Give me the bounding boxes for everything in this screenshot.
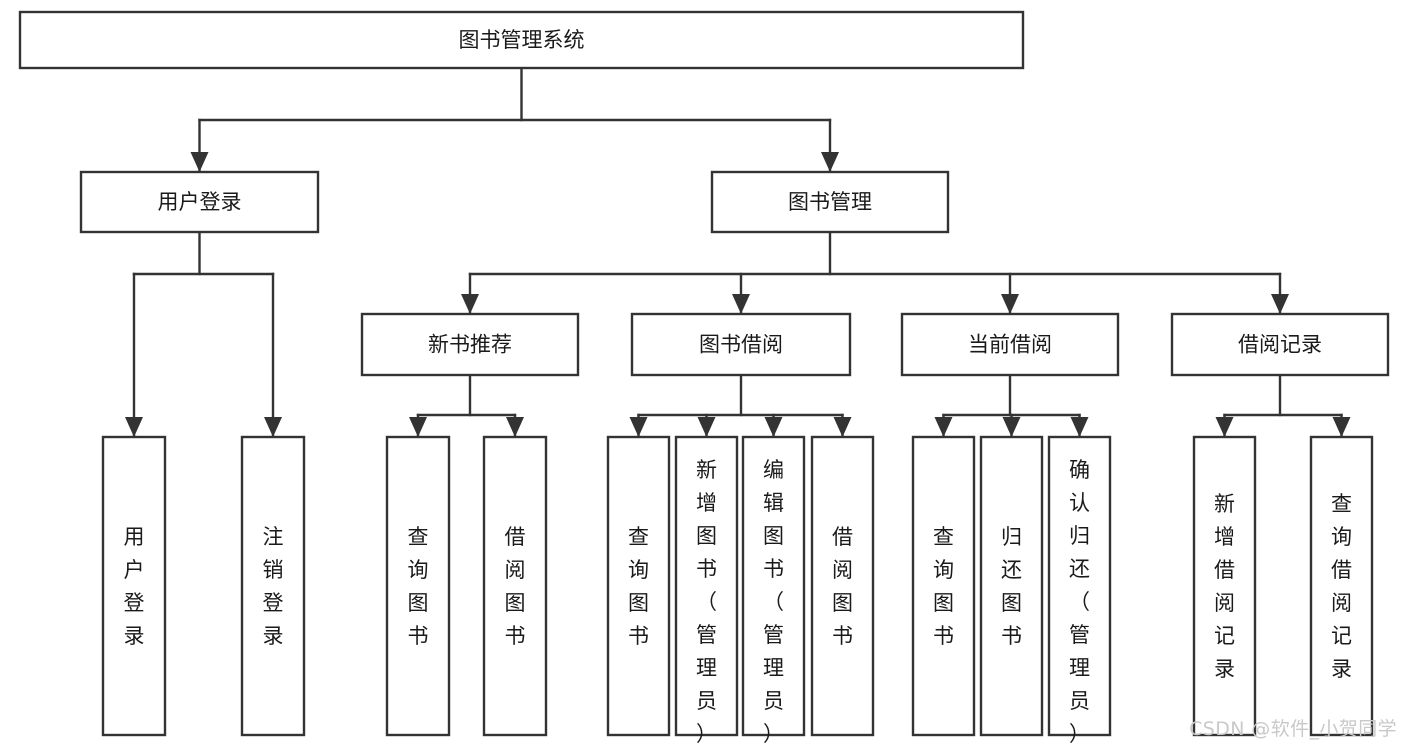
arrow-head-icon [833, 417, 852, 437]
arrow-head-icon [1215, 417, 1234, 437]
node-label-book-borrow: 图书借阅 [699, 333, 783, 357]
node-new-book-recommend[interactable]: 新书推荐 [360, 312, 580, 377]
node-box-user-login [79, 170, 320, 234]
node-label-bb-query-book: 查询图书 [628, 525, 649, 648]
node-label-root: 图书管理系统 [459, 28, 585, 52]
node-book-borrow[interactable]: 图书借阅 [630, 312, 852, 377]
node-bb-edit-book-admin[interactable]: 编辑图书（管理员） [741, 435, 806, 746]
arrow-head-icon [764, 417, 783, 437]
node-box-bb-edit-book-admin [741, 435, 806, 737]
arrow-head-icon [1332, 417, 1351, 437]
arrow-head-icon [934, 417, 953, 437]
node-root[interactable]: 图书管理系统 [18, 10, 1025, 70]
node-cb-query-book[interactable]: 查询图书 [911, 435, 976, 737]
node-box-cb-return-book [979, 435, 1044, 737]
node-box-new-book-recommend [360, 312, 580, 377]
node-label-br-add-record: 新增借阅记录 [1214, 492, 1235, 681]
node-current-borrow[interactable]: 当前借阅 [900, 312, 1120, 377]
node-label-borrow-records: 借阅记录 [1238, 333, 1322, 357]
node-box-bb-borrow-book [810, 435, 875, 737]
node-box-nbr-borrow-book [482, 435, 548, 737]
arrow-head-icon [821, 152, 839, 172]
arrow-head-icon [1002, 417, 1021, 437]
node-label-bb-borrow-book: 借阅图书 [832, 525, 853, 648]
node-br-query-record[interactable]: 查询借阅记录 [1309, 435, 1374, 737]
node-bb-add-book-admin[interactable]: 新增图书（管理员） [674, 435, 739, 746]
node-label-nbr-query-book: 查询图书 [408, 525, 429, 648]
arrow-head-icon [461, 294, 479, 314]
node-book-management[interactable]: 图书管理 [710, 170, 950, 234]
node-user-logout[interactable]: 注销登录 [240, 435, 306, 737]
node-user-login-do[interactable]: 用户登录 [101, 435, 167, 737]
node-label-cb-return-book: 归还图书 [1001, 525, 1022, 648]
arrow-head-icon [697, 417, 716, 437]
node-bb-query-book[interactable]: 查询图书 [606, 435, 671, 737]
node-label-cb-confirm-return-admin: 确认归还（管理员） [1069, 458, 1090, 746]
node-label-nbr-borrow-book: 借阅图书 [505, 525, 526, 648]
node-box-borrow-records [1170, 312, 1390, 377]
node-box-root [18, 10, 1025, 70]
node-label-book-management: 图书管理 [788, 190, 872, 214]
node-box-br-query-record [1309, 435, 1374, 737]
node-label-bb-edit-book-admin: 编辑图书（管理员） [763, 458, 784, 746]
node-label-user-login-do: 用户登录 [124, 525, 145, 648]
node-box-bb-add-book-admin [674, 435, 739, 737]
arrow-head-icon [506, 417, 524, 437]
node-box-book-management [710, 170, 950, 234]
arrow-head-icon [1271, 294, 1289, 314]
arrow-head-icon [629, 417, 648, 437]
node-box-user-login-do [101, 435, 167, 737]
node-box-cb-query-book [911, 435, 976, 737]
arrow-head-icon [125, 417, 143, 437]
node-nbr-query-book[interactable]: 查询图书 [385, 435, 451, 737]
node-label-user-login: 用户登录 [158, 190, 242, 214]
node-label-br-query-record: 查询借阅记录 [1331, 492, 1352, 681]
node-br-add-record[interactable]: 新增借阅记录 [1192, 435, 1257, 737]
node-box-current-borrow [900, 312, 1120, 377]
node-label-bb-add-book-admin: 新增图书（管理员） [696, 458, 717, 746]
node-label-cb-query-book: 查询图书 [933, 525, 954, 648]
node-box-nbr-query-book [385, 435, 451, 737]
node-cb-confirm-return-admin[interactable]: 确认归还（管理员） [1047, 435, 1112, 746]
arrow-head-icon [732, 294, 750, 314]
node-box-user-logout [240, 435, 306, 737]
node-label-new-book-recommend: 新书推荐 [428, 333, 512, 357]
connector-layer [125, 66, 1351, 438]
node-box-br-add-record [1192, 435, 1257, 737]
node-nbr-borrow-book[interactable]: 借阅图书 [482, 435, 548, 737]
node-label-current-borrow: 当前借阅 [968, 333, 1052, 357]
arrow-head-icon [1001, 294, 1019, 314]
node-cb-return-book[interactable]: 归还图书 [979, 435, 1044, 737]
node-layer: 图书管理系统用户登录用户登录注销登录图书管理新书推荐查询图书借阅图书图书借阅查询… [18, 10, 1390, 746]
arrow-head-icon [409, 417, 427, 437]
node-bb-borrow-book[interactable]: 借阅图书 [810, 435, 875, 737]
arrow-head-icon [1070, 417, 1089, 437]
node-label-user-logout: 注销登录 [263, 525, 284, 648]
arrow-head-icon [190, 152, 209, 172]
node-box-bb-query-book [606, 435, 671, 737]
node-borrow-records[interactable]: 借阅记录 [1170, 312, 1390, 377]
arrow-head-icon [264, 417, 282, 437]
node-user-login[interactable]: 用户登录 [79, 170, 320, 234]
node-box-cb-confirm-return-admin [1047, 435, 1112, 737]
node-box-book-borrow [630, 312, 852, 377]
